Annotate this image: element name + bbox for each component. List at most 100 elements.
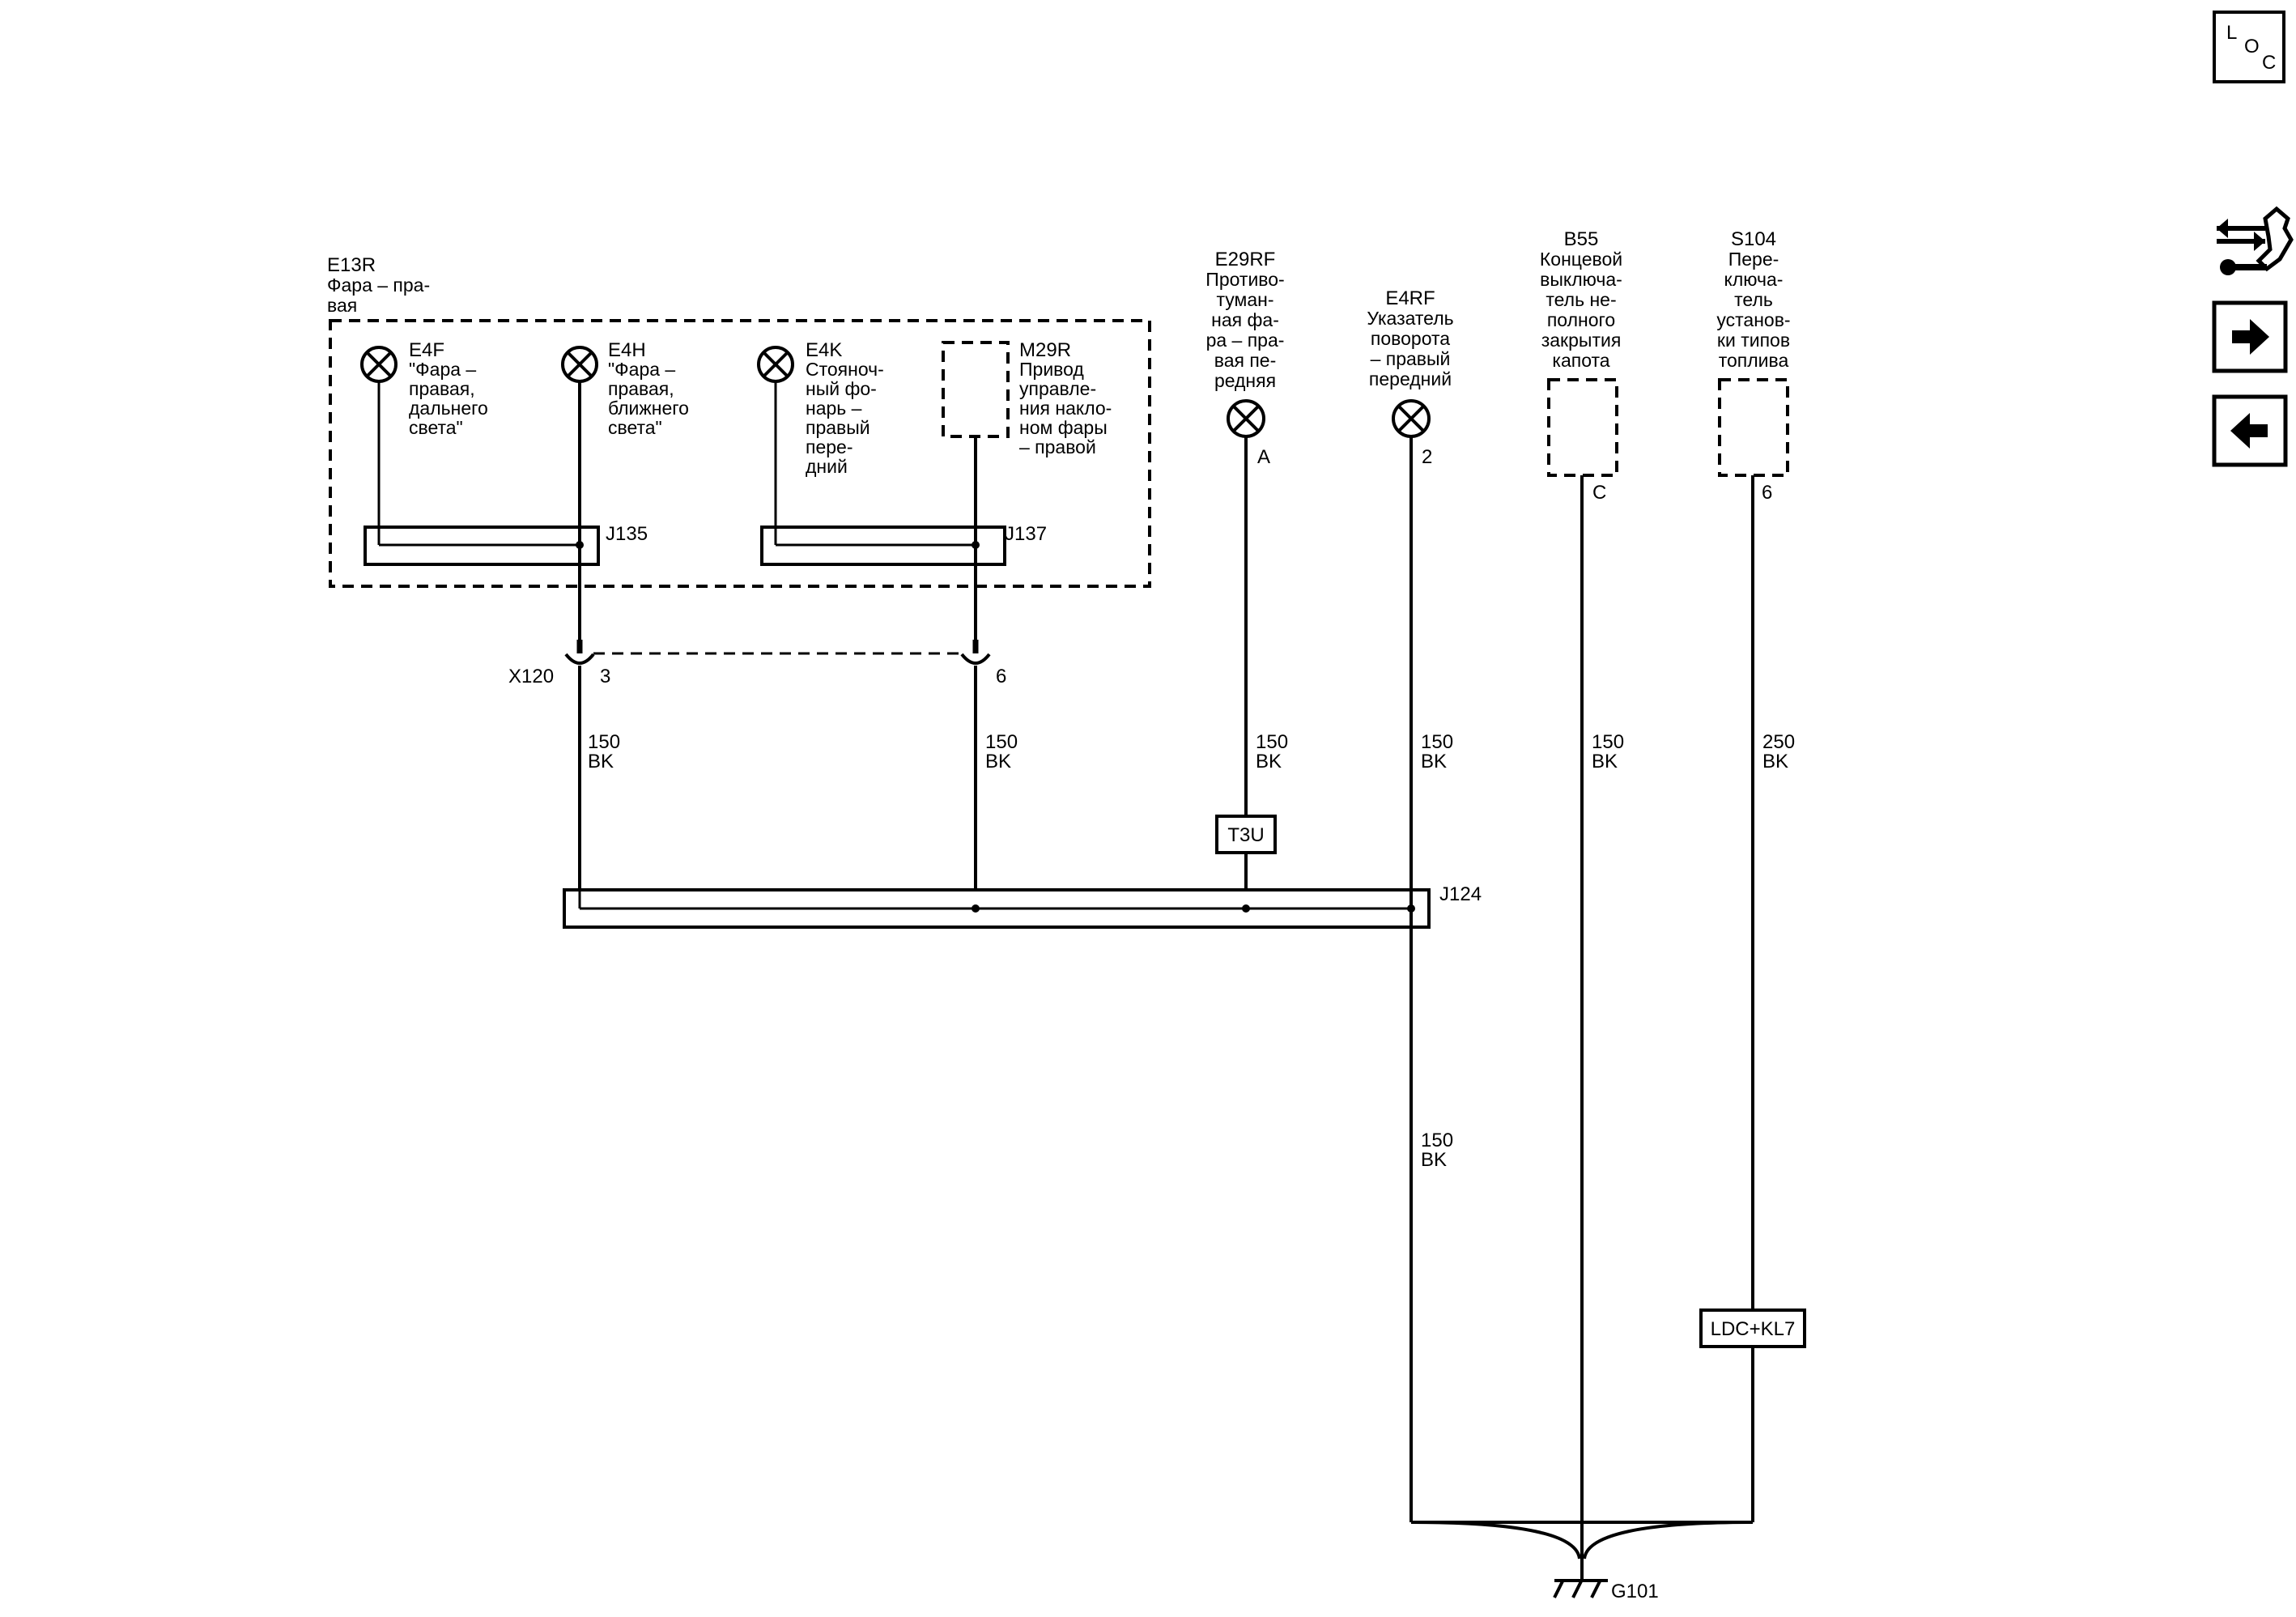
lamp-line: нарь – bbox=[806, 398, 862, 419]
turn-lamp-pin: 2 bbox=[1422, 446, 1432, 468]
lamp-ref: E4F bbox=[409, 339, 444, 361]
fuel-switch-ref: S104 bbox=[1731, 228, 1776, 250]
fuel-switch-line: ки типов bbox=[1717, 330, 1790, 351]
splice-j137: J137 bbox=[760, 381, 1047, 566]
loc-letter: O bbox=[2244, 36, 2260, 57]
headlamp-assembly: E13R Фара – пра- вая bbox=[327, 254, 1151, 588]
fog-lamp-line: вая пе- bbox=[1214, 350, 1277, 371]
lamp-line: правая, bbox=[608, 378, 674, 399]
option-t3u: T3U bbox=[1227, 824, 1264, 846]
location-icon[interactable]: L O C bbox=[2213, 11, 2285, 83]
splice-j124-label: J124 bbox=[1439, 883, 1482, 905]
turn-lamp-line: – правый bbox=[1371, 348, 1451, 369]
lamp-e4f-symbol bbox=[360, 346, 398, 383]
wire-size: 250 bbox=[1762, 731, 1795, 753]
fog-lamp-ref: E29RF bbox=[1215, 249, 1276, 270]
actuator-line: ном фары bbox=[1019, 417, 1108, 438]
headlamp-name-line-1: Фара – пра- bbox=[327, 274, 430, 296]
turn-lamp-ref: E4RF bbox=[1385, 287, 1435, 309]
option-ldc: LDC+KL7 bbox=[1711, 1318, 1796, 1340]
lamp-line: Стояноч- bbox=[806, 359, 884, 380]
fog-lamp-e29rf: E29RF Противо- туман- ная фа- ра – пра- … bbox=[1205, 249, 1288, 891]
headlamp-boundary bbox=[329, 319, 1151, 588]
ground-ref: G101 bbox=[1611, 1581, 1659, 1602]
actuator-line: – правой bbox=[1019, 436, 1096, 457]
wire-size: 150 bbox=[1421, 731, 1453, 753]
fuel-switch-line: топлива bbox=[1719, 350, 1789, 371]
lamp-e4k-label: E4K Стояноч- ный фо- нарь – правый пере-… bbox=[806, 339, 884, 477]
wire-color: BK bbox=[1421, 1149, 1447, 1171]
lamp-line: дний bbox=[806, 456, 848, 477]
fuel-switch-symbol bbox=[1718, 378, 1789, 477]
hood-switch-line: тель не- bbox=[1546, 289, 1616, 310]
lamp-e4k-symbol bbox=[757, 346, 794, 383]
connector-pin-b: 6 bbox=[996, 666, 1006, 687]
connector-pin-a: 3 bbox=[600, 666, 610, 687]
actuator-line: ния накло- bbox=[1019, 398, 1112, 419]
hood-switch-pin: C bbox=[1592, 482, 1606, 504]
wire-size: 150 bbox=[588, 731, 620, 753]
lamp-line: пере- bbox=[806, 436, 853, 457]
lamp-line: правый bbox=[806, 417, 870, 438]
hood-switch-symbol bbox=[1547, 378, 1618, 477]
hood-switch-b55: B55 Концевой выключа- тель не- полного з… bbox=[1540, 228, 1624, 1534]
hood-switch-line: капота bbox=[1552, 350, 1609, 371]
wire-color: BK bbox=[1256, 751, 1282, 772]
actuator-ref: M29R bbox=[1019, 339, 1071, 361]
fuel-switch-line: ключа- bbox=[1724, 269, 1784, 290]
splice-j135: J135 bbox=[364, 381, 648, 566]
connector-wrench-icon[interactable] bbox=[2217, 206, 2294, 275]
arrow-right-icon[interactable] bbox=[2212, 300, 2288, 373]
fuel-switch-line: установ- bbox=[1716, 309, 1790, 330]
wire-color: BK bbox=[985, 751, 1011, 772]
lamp-line: дальнего bbox=[409, 398, 488, 419]
loc-letter: L bbox=[2226, 22, 2237, 44]
arrow-left-icon[interactable] bbox=[2212, 394, 2288, 467]
turn-lamp-line: передний bbox=[1369, 368, 1452, 389]
headlamp-ref: E13R bbox=[327, 254, 376, 276]
hood-switch-line: полного bbox=[1547, 309, 1615, 330]
wire-size: 150 bbox=[1421, 1130, 1453, 1151]
lamp-line: ный фо- bbox=[806, 378, 877, 399]
fuel-switch-line: Пере- bbox=[1728, 249, 1779, 270]
lamp-line: "Фара – bbox=[608, 359, 675, 380]
fog-lamp-line: ра – пра- bbox=[1206, 330, 1285, 351]
connector-x120: X120 3 6 bbox=[508, 640, 1006, 891]
wire-color: BK bbox=[588, 751, 614, 772]
lamp-line: правая, bbox=[409, 378, 475, 399]
lamp-line: света" bbox=[608, 417, 662, 438]
fog-lamp-line: редняя bbox=[1214, 370, 1276, 391]
actuator-m29r: M29R Привод управле- ния накло- ном фары… bbox=[942, 339, 1112, 457]
lamp-line: света" bbox=[409, 417, 463, 438]
lamp-line: ближнего bbox=[608, 398, 689, 419]
connector-ref: X120 bbox=[508, 666, 554, 687]
ground-g101: G101 bbox=[1410, 1521, 1754, 1602]
turn-lamp-line: Указатель bbox=[1367, 308, 1453, 329]
lamp-e4h-label: E4H "Фара – правая, ближнего света" bbox=[608, 339, 689, 438]
fog-lamp-pin: A bbox=[1257, 446, 1270, 468]
actuator-line: Привод bbox=[1019, 359, 1084, 380]
hood-switch-line: выключа- bbox=[1540, 269, 1622, 290]
lamp-e4h-symbol bbox=[561, 346, 598, 383]
fog-lamp-line: туман- bbox=[1217, 289, 1274, 310]
splice-j135-label: J135 bbox=[606, 523, 648, 545]
lamp-e4f-label: E4F "Фара – правая, дальнего света" bbox=[409, 339, 488, 438]
wire-color: BK bbox=[1592, 751, 1618, 772]
hood-switch-ref: B55 bbox=[1564, 228, 1599, 250]
actuator-symbol bbox=[942, 341, 1010, 438]
hood-switch-line: Концевой bbox=[1540, 249, 1622, 270]
loc-letter: C bbox=[2262, 52, 2276, 74]
wire-color: BK bbox=[1762, 751, 1788, 772]
turn-lamp-line: поворота bbox=[1371, 328, 1450, 349]
lamp-ref: E4H bbox=[608, 339, 646, 361]
fuel-switch-pin: 6 bbox=[1762, 482, 1772, 504]
fog-lamp-line: Противо- bbox=[1205, 269, 1284, 290]
wire-size: 150 bbox=[985, 731, 1018, 753]
actuator-line: управле- bbox=[1019, 378, 1096, 399]
fuel-switch-line: тель bbox=[1734, 289, 1773, 310]
wire-size: 150 bbox=[1592, 731, 1624, 753]
splice-j137-label: J137 bbox=[1005, 523, 1047, 545]
fog-lamp-line: ная фа- bbox=[1211, 309, 1279, 330]
headlamp-name-line-2: вая bbox=[327, 295, 357, 316]
